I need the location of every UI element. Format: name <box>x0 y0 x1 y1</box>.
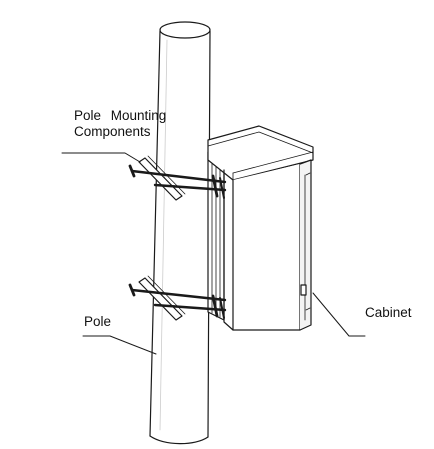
cabinet-side <box>223 169 234 331</box>
pole <box>149 21 211 445</box>
leader-cabinet <box>312 292 366 337</box>
cabinet-roof <box>207 125 314 181</box>
cabinet-door <box>299 159 312 331</box>
leader-lines <box>61 152 366 355</box>
bracket-lower-rod-b <box>153 303 227 312</box>
bracket-upper-clamp <box>138 157 183 201</box>
bracket-upper-rod-a <box>130 169 227 184</box>
pole-bottom-edge <box>149 435 209 445</box>
pole-top-cap <box>159 21 211 39</box>
cabinet <box>207 125 314 331</box>
bracket-lower-clamp <box>138 277 183 321</box>
label-components: Components <box>74 124 151 139</box>
bracket-upper-nut-right <box>211 174 219 198</box>
cabinet-front <box>232 163 301 331</box>
label-cabinet: Cabinet <box>365 305 412 320</box>
cabinet-latch <box>300 284 307 296</box>
bracket-lower-rod-a <box>130 288 227 302</box>
pole-shading <box>159 39 168 431</box>
label-pole: Pole <box>84 314 112 329</box>
label-pole-mounting: Pole Mounting <box>74 108 167 123</box>
mounting-bracket-lower <box>128 275 227 321</box>
leader-mounting <box>61 152 141 163</box>
bracket-lower-nut-right2 <box>219 297 225 319</box>
pole-body <box>149 30 211 438</box>
bracket-lower-nut-right <box>211 294 219 318</box>
leader-pole <box>82 335 157 355</box>
bracket-upper-rod-b <box>153 183 227 192</box>
bracket-upper-nut-right2 <box>219 177 225 199</box>
mounting-bracket-upper <box>128 155 227 201</box>
bracket-lower-nut-left <box>128 283 136 297</box>
bracket-upper-nut-left <box>128 164 136 178</box>
